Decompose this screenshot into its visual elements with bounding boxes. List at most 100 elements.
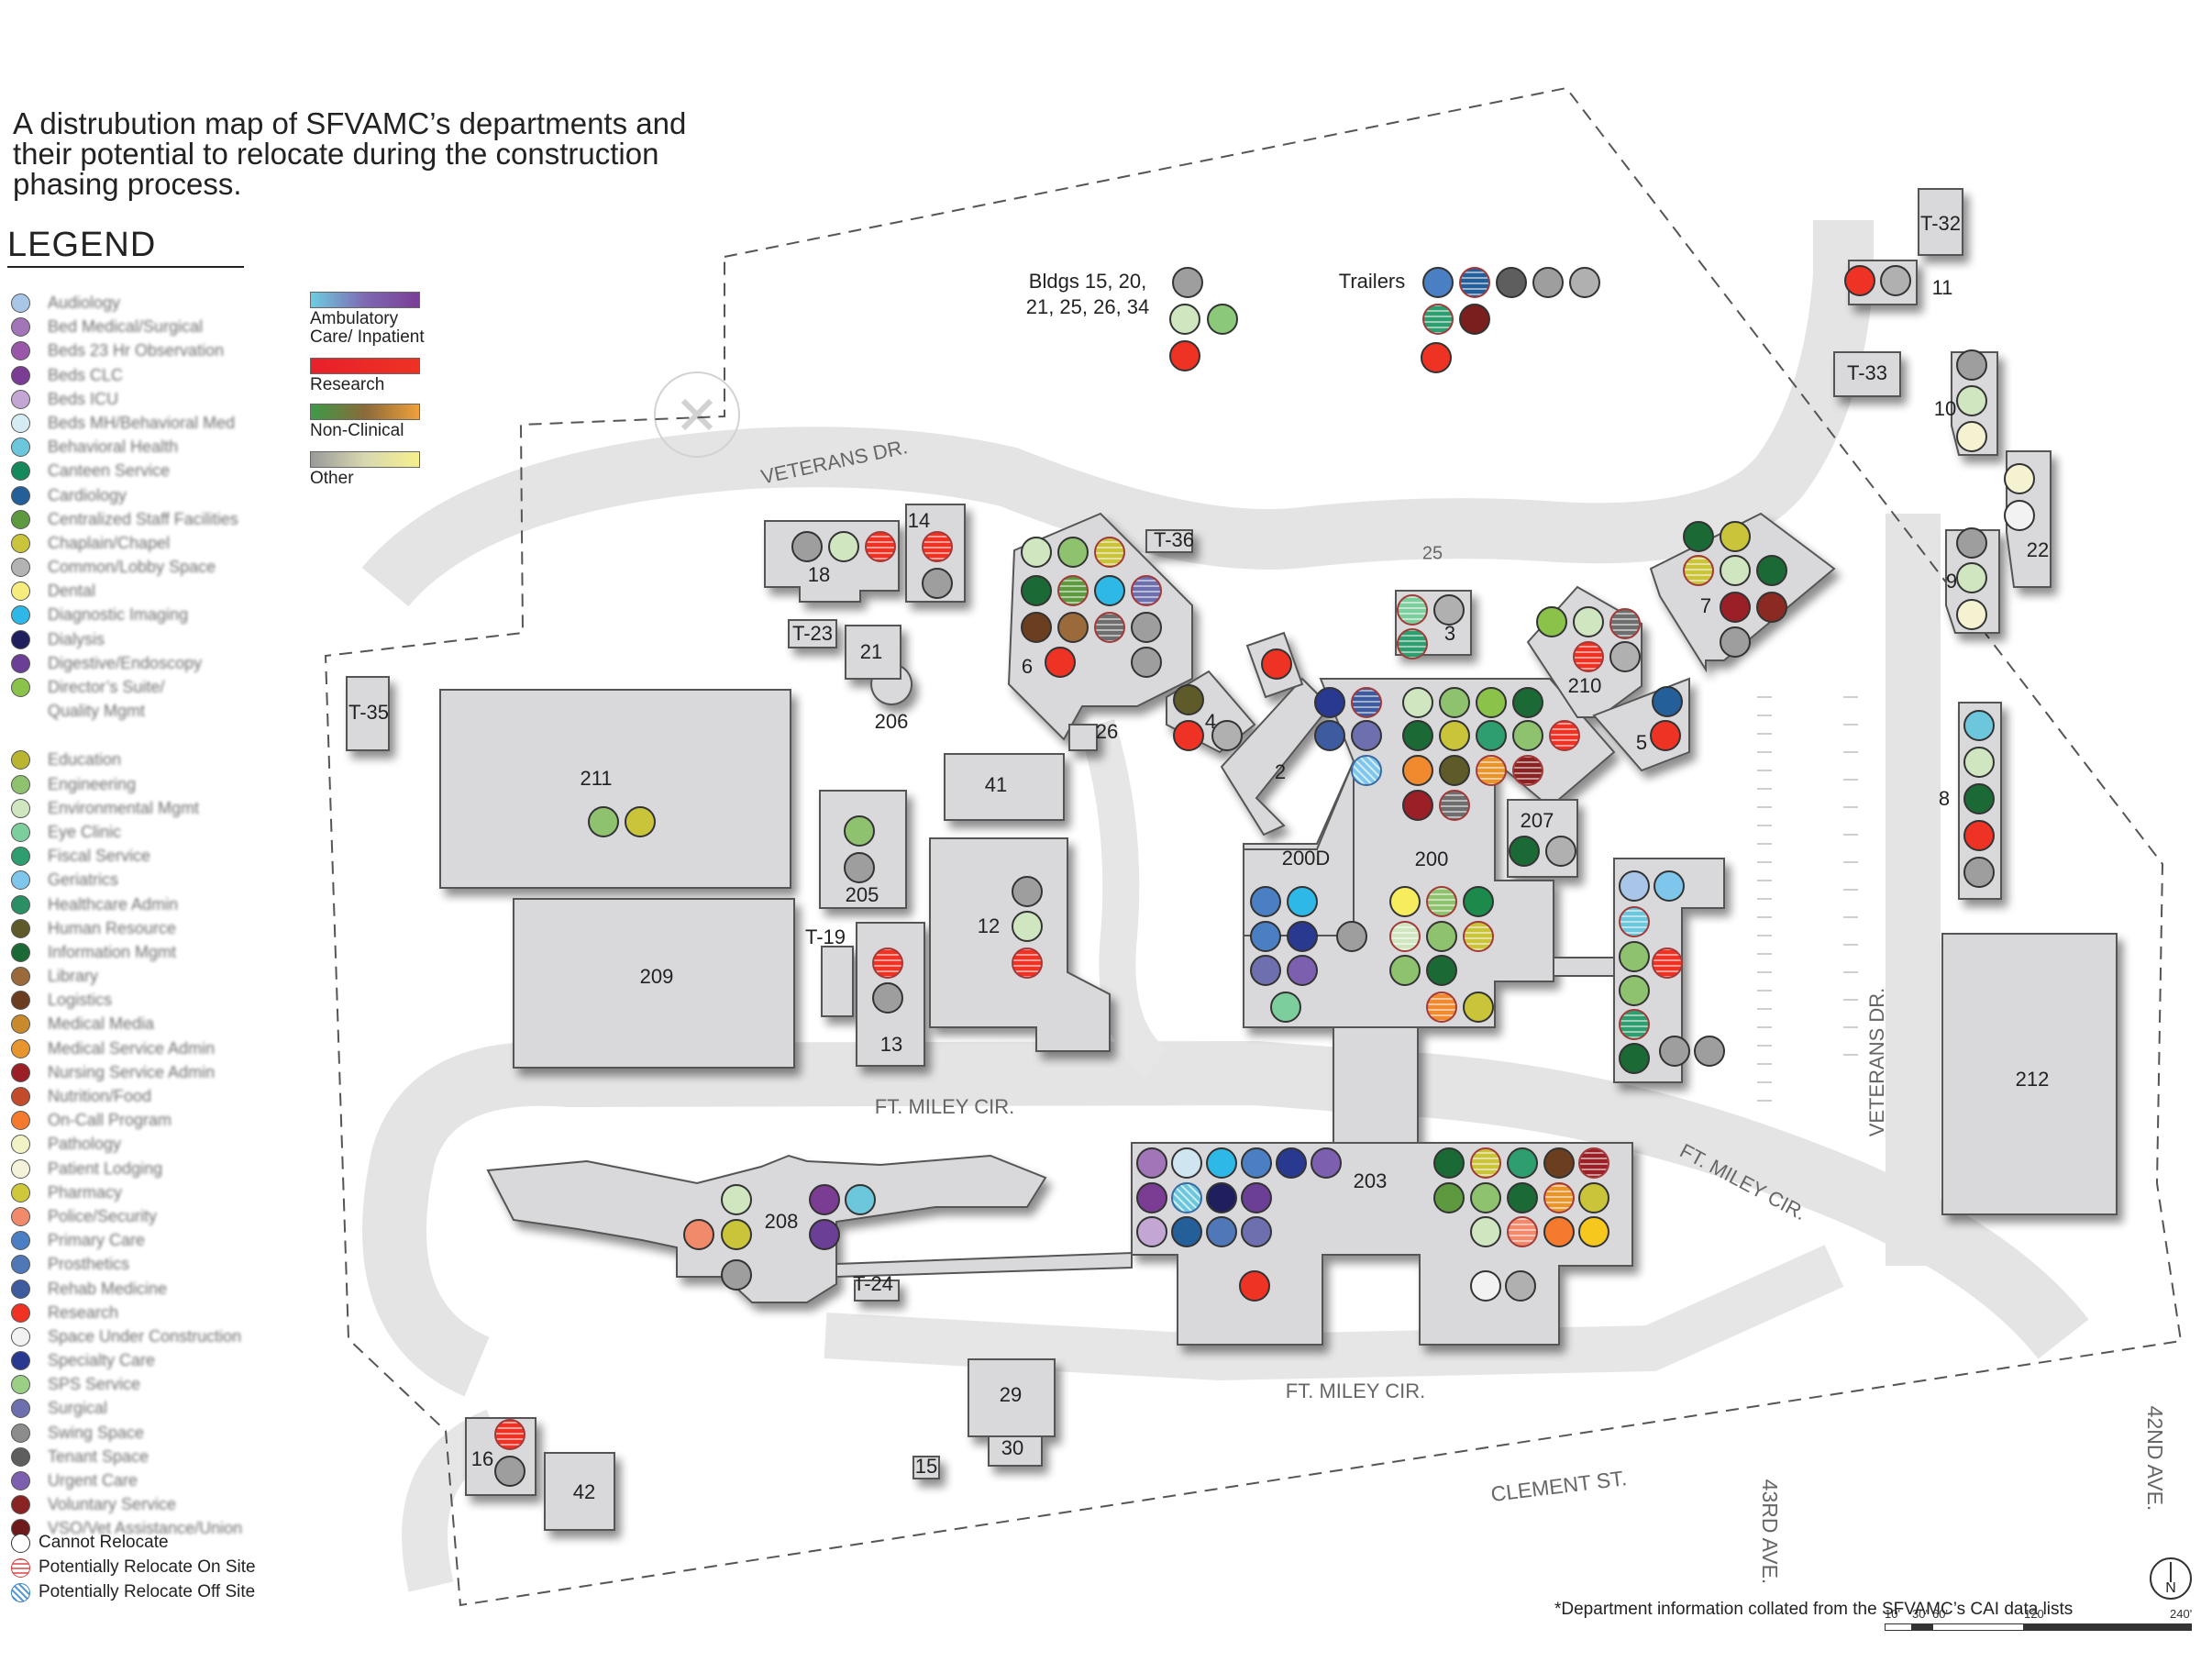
department-marker — [1397, 628, 1428, 659]
legend-label: Logistics — [48, 991, 113, 1010]
department-marker — [1619, 975, 1650, 1006]
marker-hatch — [1428, 993, 1455, 1021]
marker-circle — [1402, 720, 1433, 751]
legend-swatch — [11, 1158, 30, 1179]
legend-swatch — [11, 1495, 30, 1515]
marker-circle — [1509, 836, 1540, 867]
department-marker — [1311, 1147, 1342, 1179]
legend-category-other: Other — [310, 451, 438, 488]
marker-circle — [1261, 648, 1292, 680]
department-marker — [1402, 755, 1433, 786]
marker-circle — [1578, 1182, 1609, 1213]
category-label: Other — [310, 469, 354, 488]
department-marker — [1463, 886, 1494, 917]
legend-label: Eye Clinic — [48, 822, 122, 841]
department-marker — [1211, 720, 1243, 751]
building-label: 13 — [880, 1033, 902, 1056]
department-marker — [1507, 1216, 1538, 1247]
building-212 — [1941, 933, 2118, 1215]
department-marker — [1532, 267, 1564, 298]
marker-circle — [1880, 265, 1911, 296]
building-42 — [544, 1452, 615, 1531]
department-marker — [1021, 612, 1052, 643]
department-marker — [1963, 710, 1995, 741]
legend-swatch — [11, 1135, 30, 1155]
legend-swatch — [11, 1375, 30, 1395]
marker-circle — [1573, 606, 1604, 637]
department-marker — [1136, 1216, 1167, 1247]
marker-circle — [1206, 1182, 1237, 1213]
legend-label: Beds MH/Behavioral Med — [48, 413, 236, 432]
department-marker — [1956, 385, 1987, 416]
marker-circle — [1476, 720, 1507, 751]
category-label: Research — [310, 375, 385, 394]
legend-swatch — [11, 1446, 30, 1467]
marker-circle — [721, 1219, 752, 1250]
building-26 — [1068, 724, 1098, 751]
department-marker — [1505, 1270, 1536, 1302]
legend-swatch — [11, 1351, 30, 1371]
department-marker — [1509, 836, 1540, 867]
marker-circle — [1021, 537, 1052, 568]
department-marker — [1336, 921, 1367, 952]
marker-hatch — [1353, 757, 1380, 784]
legend-label: Bed Medical/Surgical — [48, 317, 204, 337]
department-marker — [1422, 267, 1454, 298]
scale-tick-label: 120' — [2024, 1607, 2047, 1621]
marker-hatch — [924, 533, 951, 560]
department-marker — [1021, 575, 1052, 606]
marker-circle — [1389, 886, 1421, 917]
marker-circle — [1057, 612, 1089, 643]
legend-label: Space Under Construction — [48, 1326, 242, 1346]
building-7 — [1649, 512, 1836, 673]
department-marker — [1171, 1147, 1202, 1179]
department-marker — [1756, 555, 1787, 586]
department-marker — [1421, 342, 1452, 373]
department-marker — [1171, 1182, 1202, 1213]
legend-label: Urgent Care — [48, 1471, 138, 1490]
department-marker — [1659, 1036, 1690, 1067]
building-label: 209 — [640, 965, 674, 988]
legend-swatch — [11, 389, 30, 409]
marker-circle — [1694, 1036, 1725, 1067]
department-marker — [1619, 1009, 1650, 1040]
department-marker — [1543, 1147, 1575, 1179]
marker-hatch — [496, 1421, 524, 1448]
marker-hatch — [867, 533, 894, 560]
department-marker — [1653, 870, 1685, 902]
marker-circle — [845, 1184, 876, 1215]
marker-circle — [1336, 921, 1367, 952]
department-marker — [1389, 886, 1421, 917]
department-marker — [1476, 755, 1507, 786]
street-label: 43RD AVE. — [1758, 1479, 1782, 1585]
marker-circle — [1652, 686, 1683, 717]
marker-circle — [1463, 992, 1494, 1023]
building-label: T-32 — [1920, 212, 1961, 235]
department-marker — [1578, 1182, 1609, 1213]
marker-circle — [1463, 886, 1494, 917]
department-marker — [1459, 304, 1490, 335]
building-label: 21 — [860, 640, 882, 663]
department-marker — [1543, 1216, 1575, 1247]
building-label: 4 — [1205, 710, 1216, 733]
north-arrow-icon: N — [2150, 1557, 2192, 1600]
building-label: 7 — [1700, 594, 1711, 617]
legend-label: Environmental Mgmt — [48, 798, 200, 817]
department-marker — [1351, 720, 1382, 751]
building-label: 10 — [1934, 397, 1956, 420]
marker-circle — [1578, 1216, 1609, 1247]
department-marker — [1250, 955, 1281, 986]
legend-label: Dialysis — [48, 629, 105, 648]
marker-circle — [1276, 1147, 1307, 1179]
building-205 — [819, 790, 907, 909]
department-marker — [1619, 1043, 1650, 1074]
marker-circle — [1720, 592, 1751, 623]
legend-swatch — [11, 605, 30, 626]
department-marker — [1402, 790, 1433, 821]
marker-circle — [1439, 687, 1470, 718]
legend-swatch — [11, 1087, 30, 1106]
department-marker — [1963, 857, 1995, 888]
department-marker — [1439, 720, 1470, 751]
department-marker — [1426, 921, 1457, 952]
